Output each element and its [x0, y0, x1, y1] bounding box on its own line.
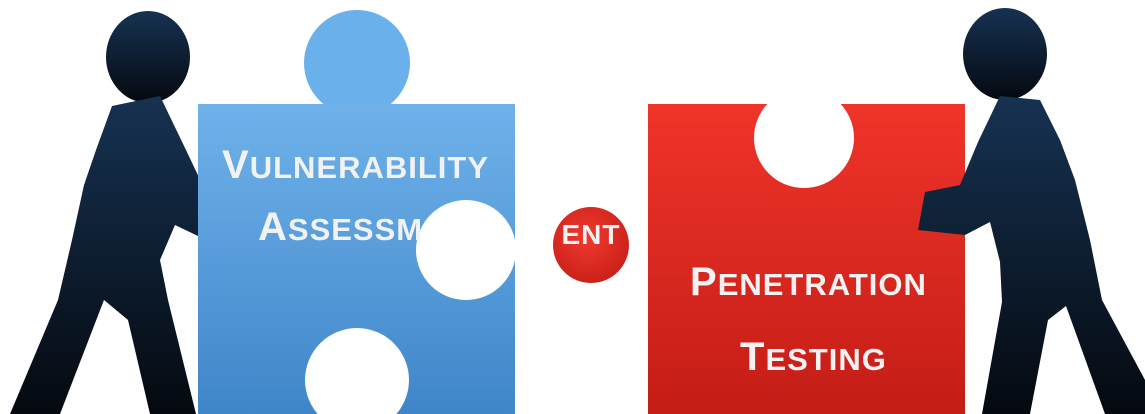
- left-figure-head: [106, 11, 190, 103]
- blue-piece-bottom-hole: [305, 328, 409, 414]
- red-piece-top-hole: [754, 88, 854, 188]
- red-puzzle-tab: ENT: [553, 207, 629, 283]
- assessm-rest: SSESSM: [288, 212, 423, 247]
- penetration-rest: ENETRATION: [718, 267, 927, 302]
- penetration-cap: P: [690, 260, 718, 304]
- svg-text:PENETRATION: PENETRATION: [690, 260, 927, 304]
- svg-text:VULNERABILITY: VULNERABILITY: [222, 143, 489, 187]
- svg-text:TESTING: TESTING: [740, 335, 887, 379]
- stick-figure-right: [918, 8, 1145, 414]
- blue-piece-right-hole: [416, 200, 516, 300]
- left-figure-body: [10, 96, 246, 414]
- svg-text:ASSESSM: ASSESSM: [258, 205, 423, 249]
- testing-cap: T: [740, 335, 765, 379]
- testing-rest: ESTING: [765, 342, 886, 377]
- ent-label: ENT: [562, 219, 621, 250]
- blue-puzzle-piece: VULNERABILITY ASSESSM: [198, 10, 516, 414]
- red-puzzle-piece: PENETRATION TESTING: [648, 88, 965, 414]
- right-figure-body: [918, 96, 1145, 414]
- assessm-cap: A: [258, 205, 288, 249]
- right-figure-head: [963, 8, 1047, 100]
- vulnerability-cap: V: [222, 143, 250, 187]
- stick-figure-left: [10, 11, 246, 414]
- vulnerability-rest: ULNERABILITY: [250, 150, 489, 185]
